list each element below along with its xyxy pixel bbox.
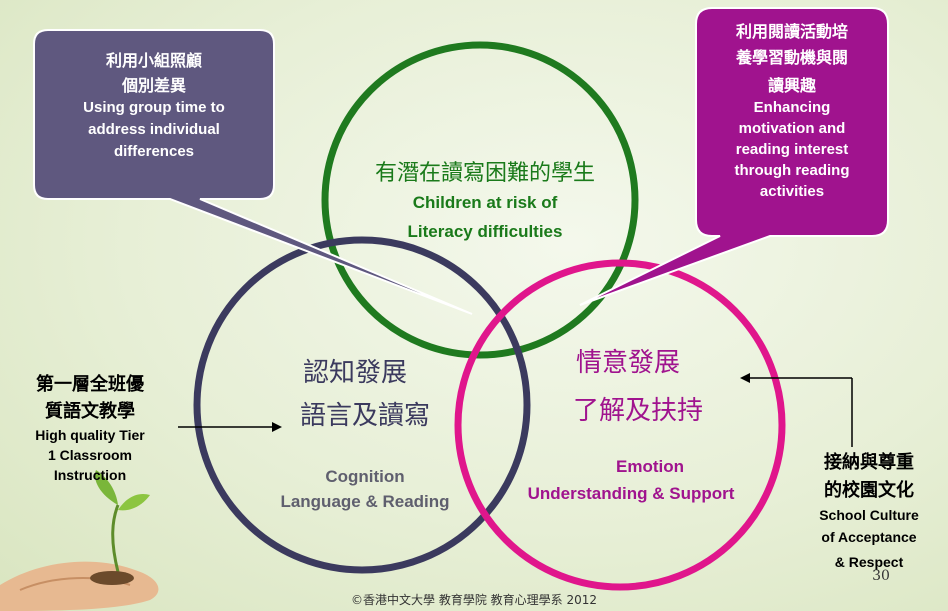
circle-top — [321, 41, 639, 359]
circle-top-en-2: Literacy difficulties — [407, 222, 563, 241]
callout-left-zh-2: 個別差異 — [121, 76, 186, 95]
right-label-en-2: of Acceptance — [821, 529, 917, 545]
circle-right-en-1: Emotion — [616, 457, 684, 476]
page-number: 30 — [872, 568, 890, 584]
arrow-left-head — [272, 422, 282, 432]
callout-left-zh-1: 利用小組照顧 — [105, 51, 202, 70]
circle-top-en-1: Children at risk of — [412, 193, 558, 212]
circle-right — [454, 259, 786, 591]
callout-right-zh-2: 養學習動機與閱 — [735, 48, 848, 67]
callout-left-en-3: differences — [113, 143, 195, 160]
right-label-zh-1: 接納與尊重 — [824, 452, 914, 473]
circle-right-zh-2: 了解及扶持 — [572, 396, 703, 426]
circle-right-en-2: Understanding & Support — [527, 484, 735, 503]
left-label-zh-2: 質語文教學 — [45, 401, 135, 422]
right-label-en-3: & Respect — [834, 554, 904, 570]
footer-copyright: ©香港中文大學 教育學院 教育心理學系 2012 — [351, 593, 597, 607]
callout-right-en-1: Enhancing — [753, 99, 831, 116]
callout-right-bubble — [579, 7, 889, 306]
callout-left-en-2: address individual — [88, 121, 220, 138]
circle-left-en-2: Language & Reading — [280, 492, 450, 511]
circle-left-zh-2: 語言及讀寫 — [299, 401, 430, 431]
callout-right-zh-1: 利用閱讀活動培 — [735, 22, 848, 41]
left-label-en-1: High quality Tier — [35, 427, 145, 443]
callout-right-zh-3: 讀興趣 — [767, 76, 816, 95]
right-label-zh-2: 的校園文化 — [824, 480, 914, 501]
callout-left-bubble — [33, 29, 473, 315]
arrow-right-head — [740, 373, 750, 383]
callout-right-en-3: reading interest — [735, 141, 849, 158]
left-label-en-2: 1 Classroom — [47, 447, 133, 463]
callout-left-en-1: Using group time to — [83, 99, 225, 116]
left-label-zh-1: 第一層全班優 — [36, 374, 144, 395]
circle-right-zh-1: 情意發展 — [575, 348, 680, 378]
seedling-hand-illustration — [0, 470, 159, 611]
circle-left-zh-1: 認知發展 — [302, 358, 407, 388]
callout-right-en-5: activities — [759, 183, 825, 200]
circle-left — [193, 236, 531, 574]
callout-right-en-4: through reading — [734, 162, 850, 179]
circle-left-en-1: Cognition — [325, 467, 405, 486]
right-label-en-1: School Culture — [819, 507, 919, 523]
callout-right-en-2: motivation and — [738, 120, 846, 137]
circle-top-zh: 有潛在讀寫困難的學生 — [374, 161, 595, 186]
left-label-en-3: Instruction — [53, 467, 127, 483]
